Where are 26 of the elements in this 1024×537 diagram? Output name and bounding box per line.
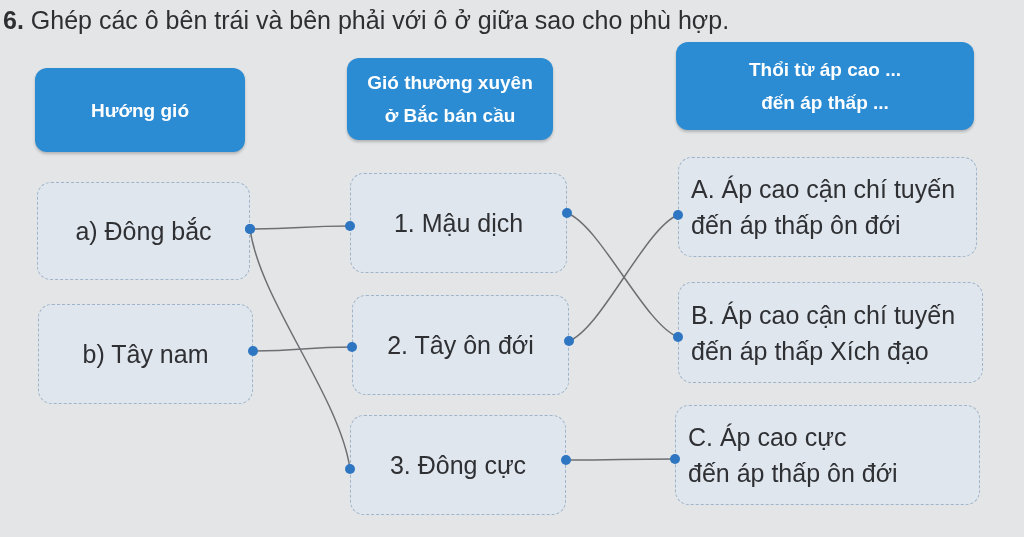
option-text: a) Đông bắc — [75, 216, 212, 247]
option-text: 3. Đông cực — [389, 450, 527, 481]
option-card — [675, 405, 980, 505]
option-text: b) Tây nam — [82, 339, 209, 370]
header-text: Hướng gió — [91, 98, 189, 123]
column-header — [35, 68, 245, 152]
column-header — [676, 42, 974, 130]
header-text: Gió thường xuyên ở Bắc bán cầu — [367, 71, 533, 128]
option-card — [350, 173, 567, 273]
option-card — [678, 282, 983, 383]
exercise-title: 6. Ghép các ô bên trái và bên phải với ô ở giữa sao cho phù hợp. — [3, 6, 730, 35]
option-text: B. Áp cao cận chí tuyến đến áp thấp Xích đạo — [691, 299, 956, 367]
option-card — [352, 295, 569, 395]
header-text: Thổi từ áp cao ... đến áp thấp ... — [748, 58, 901, 115]
option-card — [678, 157, 977, 257]
option-text: 1. Mậu dịch — [393, 208, 524, 239]
option-text: 2. Tây ôn đới — [387, 330, 534, 361]
column-header — [347, 58, 553, 140]
option-card — [38, 304, 253, 404]
connector-line — [248, 342, 357, 356]
connector-line — [245, 224, 355, 474]
option-card — [37, 182, 250, 280]
option-card — [350, 415, 566, 515]
option-text: C. Áp cao cực đến áp thấp ôn đới — [688, 422, 898, 489]
connector-line — [561, 454, 680, 465]
option-text: A. Áp cao cận chí tuyến đến áp thấp ôn đới — [691, 174, 956, 241]
